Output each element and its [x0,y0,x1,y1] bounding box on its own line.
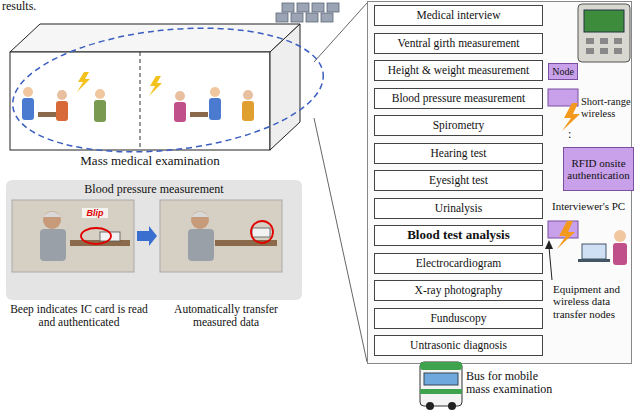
exam-step-box: Ventral girth measurement [374,33,543,54]
node-text: Blood pressure measurement [392,92,526,105]
exam-step-box: Eyesight test [374,170,543,191]
exam-step-box: Height & weight measurement [374,60,543,81]
bus-icon [420,362,462,410]
node-text: Electrocardiogram [416,257,502,270]
exam-step-box: Funduscopy [374,308,543,329]
node-text: Eyesight test [429,174,488,187]
photo-left [12,200,134,272]
wireless-label: Short-range wireless [581,96,633,120]
exam-step-box: X-ray photography [374,280,543,301]
photo-caption: Automatically transfer measured data [156,303,296,329]
node-text: Ventral girth measurement [398,37,520,50]
node-text: Untrasonic diagnosis [410,339,507,352]
exam-step-box: Hearing test [374,143,543,164]
exam-step-box: Blood test analysis [374,225,543,246]
node-text: Blood test analysis [407,228,510,243]
people-figures [22,72,254,122]
node-text: Node [552,66,574,77]
node-text: Blood pressure measurement [84,183,223,196]
pointer-line [549,247,552,280]
exam-step-box: Blood pressure measurement [374,88,543,109]
wireless-bolt [557,221,575,249]
node-text: X-ray photography [415,284,503,297]
node-text: Height & weight measurement [388,64,529,77]
exam-step-box: Untrasonic diagnosis [374,335,543,356]
pc-label: Interviewer's PC [552,200,632,212]
exam-step-box: Medical interview [374,5,543,26]
node-text: Spirometry [433,119,485,132]
photo-panel: Blood pressure measurement [6,180,302,300]
pointer-head [545,240,553,249]
wireless-bolt [562,103,580,131]
scope-oval [7,14,330,166]
callout-line [314,118,367,362]
symbol-label: : [568,128,576,141]
rfid-reader [578,4,630,62]
scene-label: Mass medical examination [30,154,270,169]
equipment-label: Equipment and wireless data transfer nod… [553,283,631,320]
server-cluster [276,3,339,22]
node-text: Medical interview [417,9,501,22]
photo-caption: Beep indicates IC card is read and authe… [6,303,152,329]
sound-label: Blip [82,208,108,218]
node-text: Funduscopy [430,312,486,325]
node-text: Hearing test [431,147,487,160]
photo-right [160,200,282,272]
photo-panel-ground [6,180,302,300]
caption-fragment: results. [2,0,64,13]
node-tag: Node [548,63,578,80]
exam-step-box: Electrocardiogram [374,253,543,274]
exam-step-box: Spirometry [374,115,543,136]
flow-arrow [137,226,157,246]
node-text: RFID onsite authentication [567,157,630,182]
node-text: Urinalysis [435,202,482,215]
interviewer-pc [578,230,627,265]
exam-step-box: Urinalysis [374,198,543,219]
rfid-box: RFID onsite authentication [563,147,634,191]
bus-label: Bus for mobile mass examination [466,370,561,397]
